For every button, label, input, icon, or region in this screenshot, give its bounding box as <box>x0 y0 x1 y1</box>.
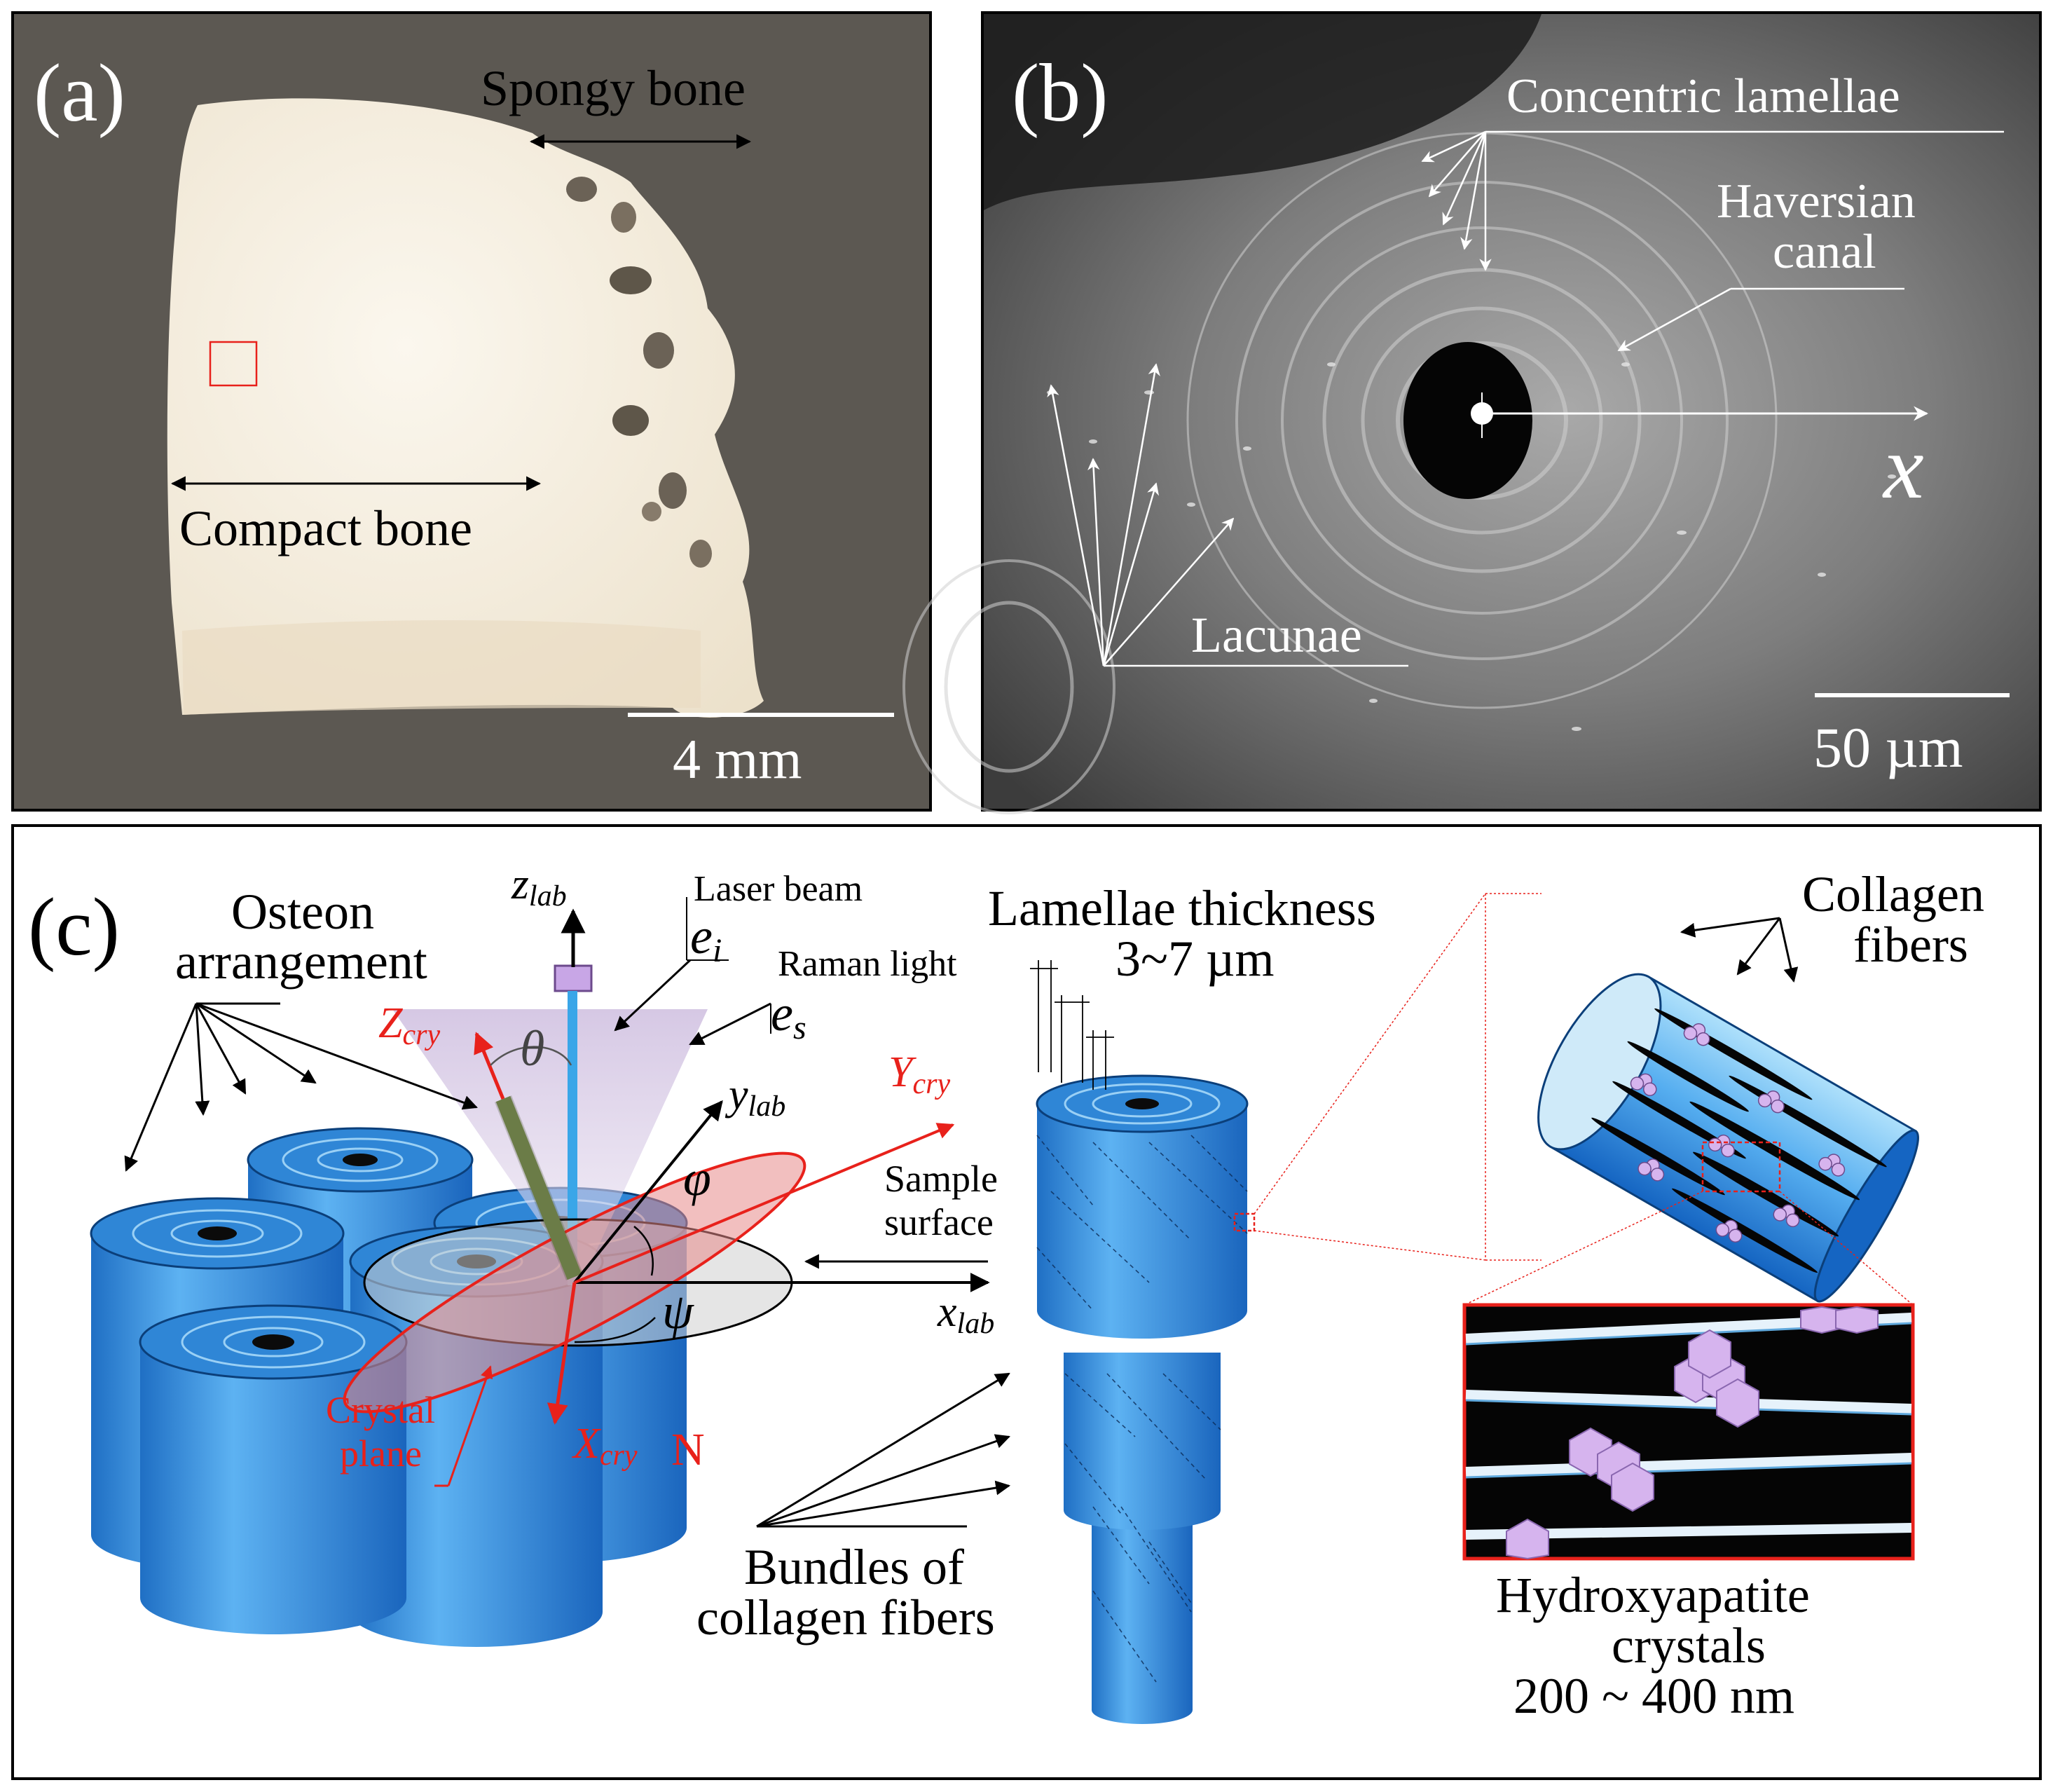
laser-source <box>554 964 593 992</box>
panel-a: (a) Spongy bone Compact bone 4 mm <box>11 11 932 812</box>
hydroxyapatite-label-2: crystals <box>1612 1617 1766 1674</box>
haversian-canal <box>1403 342 1532 499</box>
collagen-fibers-label-1: Collagen <box>1802 866 1984 922</box>
scale-label-a: 4 mm <box>673 729 802 791</box>
lamellae-thickness-label-2: 3~7 µm <box>1115 931 1274 987</box>
collagen-fiber-cylinder <box>1537 973 1919 1303</box>
e-i-label: ei <box>690 908 722 969</box>
x-axis-label: x <box>1882 417 1924 518</box>
scale-label-b: 50 µm <box>1813 716 1963 779</box>
y-cry-label: Ycry <box>888 1048 950 1100</box>
bundles-label-1: Bundles of <box>744 1539 964 1595</box>
laser-beam-label: Laser beam <box>694 869 863 909</box>
panel-c-tag: (c) <box>28 881 120 973</box>
y-cry-axis <box>574 1123 955 1284</box>
crystal-plane-label-2: plane <box>340 1432 422 1475</box>
raman-light-label: Raman light <box>778 944 957 984</box>
hydroxyapatite-inset <box>1462 1303 1915 1561</box>
sample-surface-label-1: Sample <box>884 1158 998 1200</box>
y-lab-label: ylab <box>725 1071 785 1123</box>
osteon-label-2: arrangement <box>175 933 427 990</box>
bone-sample <box>167 98 764 718</box>
hydroxyapatite-label-3: 200 ~ 400 nm <box>1513 1668 1794 1724</box>
x-cry-label: Xcry <box>571 1420 638 1472</box>
crystal-plane-label-1: Crystal <box>326 1389 435 1431</box>
z-cry-axis <box>474 1032 505 1100</box>
bundles-label-2: collagen fibers <box>696 1589 995 1646</box>
sample-surface-label-2: surface <box>884 1201 994 1243</box>
haversian-label-1: Haversian <box>1717 175 1916 228</box>
x-cry-axis <box>547 1282 577 1425</box>
spongy-bone-label: Spongy bone <box>481 60 746 116</box>
crystal-rod <box>495 1095 582 1280</box>
n-label: N <box>671 1424 705 1475</box>
z-lab-label: zlab <box>511 859 567 912</box>
hydroxyapatite-label-1: Hydroxyapatite <box>1496 1567 1810 1623</box>
z-cry-label: Zcry <box>378 999 440 1051</box>
panel-b-tag: (b) <box>1012 47 1108 139</box>
haversian-label-2: canal <box>1773 225 1876 279</box>
theta-label: θ <box>520 1020 544 1076</box>
collagen-fibers-label-2: fibers <box>1853 917 1968 973</box>
psi-label: ψ <box>662 1283 694 1339</box>
panel-b: (b) Concentric lamellae Haversian canal … <box>902 11 2042 814</box>
roi-square <box>209 341 258 387</box>
x-lab-label: xlab <box>937 1288 994 1340</box>
osteon-label-1: Osteon <box>231 884 374 940</box>
e-s-label: es <box>771 985 806 1046</box>
concentric-lamellae-label: Concentric lamellae <box>1506 69 1900 123</box>
phi-label: φ <box>683 1150 711 1206</box>
y-lab-axis <box>573 1100 723 1284</box>
compact-bone-label: Compact bone <box>179 500 472 556</box>
panel-a-tag: (a) <box>34 47 125 139</box>
raman-light-cone <box>392 1009 708 1283</box>
panel-c: (c) Osteon arrangement zlab Laser beam e… <box>11 824 2042 1780</box>
lacunae-label: Lacunae <box>1191 607 1362 663</box>
lamellae-thickness-label-1: Lamellae thickness <box>988 880 1376 936</box>
lamellae-column <box>1030 960 1256 1724</box>
